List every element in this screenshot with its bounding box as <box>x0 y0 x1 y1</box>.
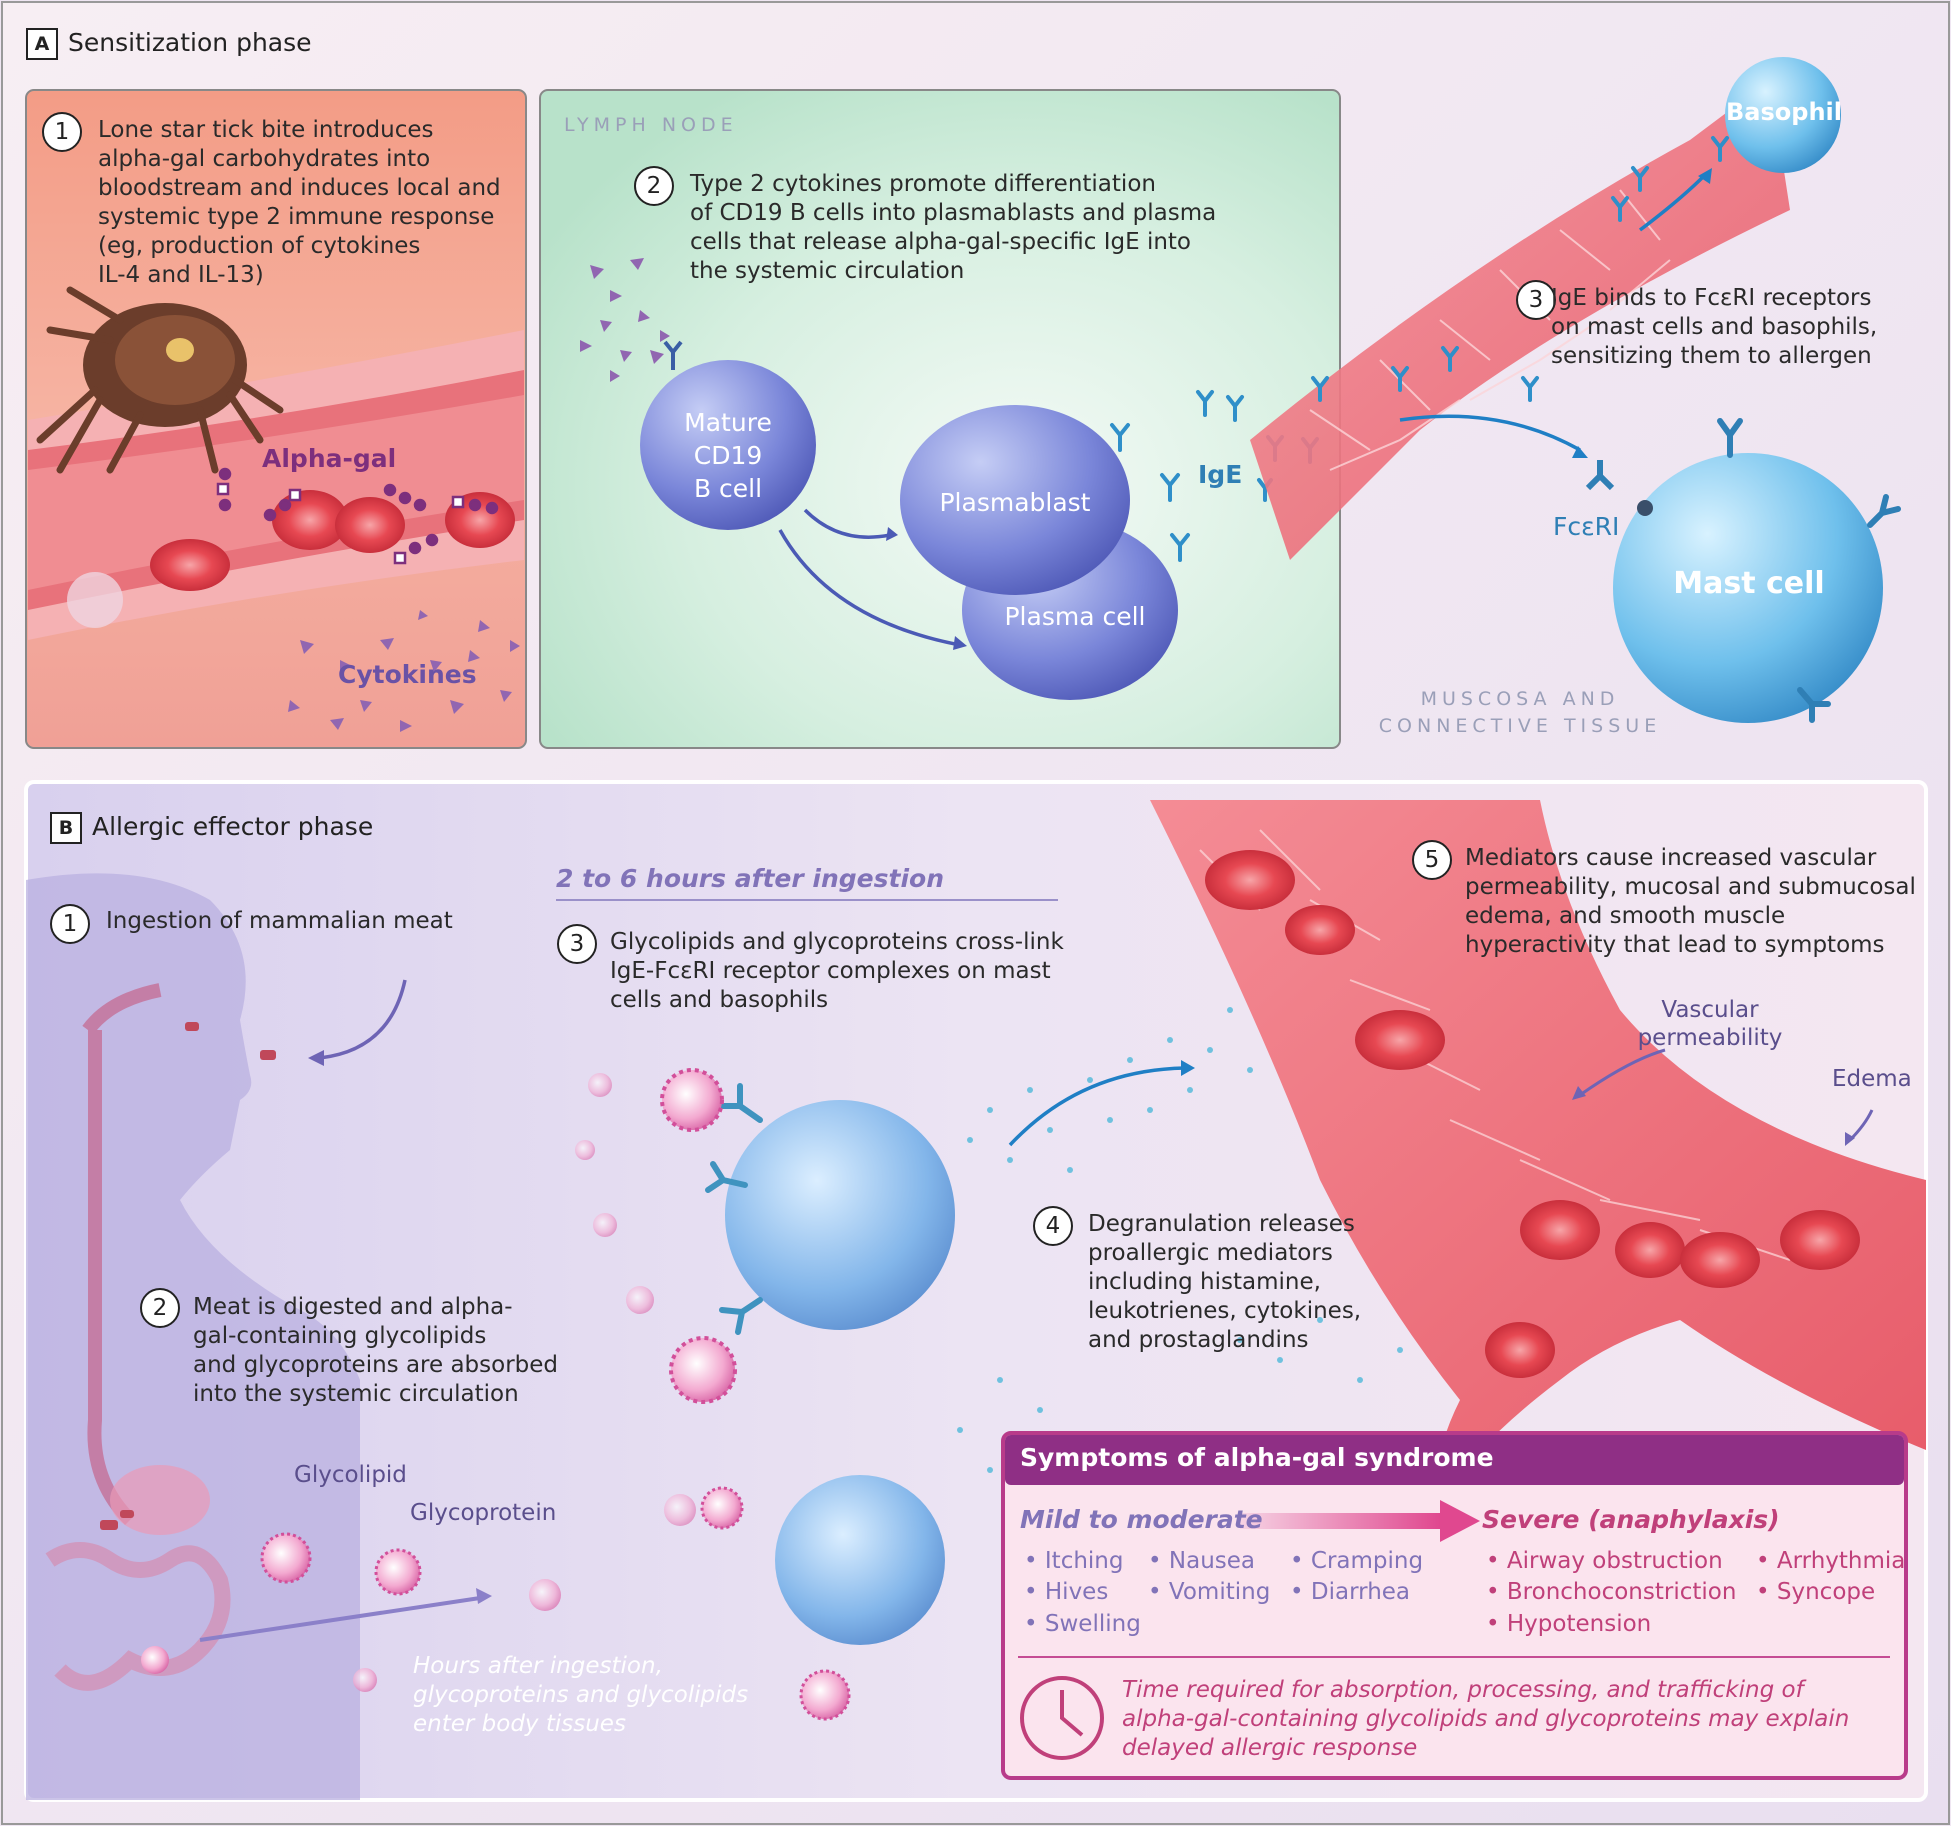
glycolipid-icons <box>141 1073 696 1692</box>
step-b1-text: Ingestion of mammalian meat <box>106 908 453 934</box>
mild-symptom: • Nausea <box>1148 1548 1255 1574</box>
edema-label: Edema <box>1832 1066 1912 1092</box>
step-b4-number: 4 <box>1033 1206 1073 1246</box>
basophil-icon <box>1725 57 1841 173</box>
ige-label: IgE <box>1198 460 1243 489</box>
delay-note: Time required for absorption, processing… <box>1122 1677 1850 1761</box>
mucosa-label: MUSCOSA AND CONNECTIVE TISSUE <box>1378 688 1662 737</box>
symptoms-box <box>1001 1431 1908 1780</box>
cytokine-icons <box>288 610 520 732</box>
severe-symptom: • Syncope <box>1756 1579 1876 1605</box>
step-b2-text: Meat is digested and alpha- gal-containi… <box>193 1294 559 1407</box>
step-b3-number: 3 <box>557 924 597 964</box>
mild-symptom: • Vomiting <box>1148 1579 1271 1605</box>
mast-cell-icon <box>1613 418 1901 723</box>
step-a1-number: 1 <box>42 112 82 152</box>
blood-vessel-a <box>1250 80 1790 560</box>
step-a3-text: IgE binds to FcεRI receptors on mast cel… <box>1551 285 1878 369</box>
severe-symptom: • Hypotension <box>1486 1611 1652 1637</box>
mast-cell-label: Mast cell <box>1673 566 1825 601</box>
step-b4-text: Degranulation releases proallergic media… <box>1088 1211 1362 1353</box>
tick-icon <box>36 286 284 474</box>
panel-a-letter: A <box>26 28 58 60</box>
alpha-gal-label: Alpha-gal <box>262 444 397 473</box>
mild-symptom: • Hives <box>1024 1579 1109 1605</box>
severe-label: Severe (anaphylaxis) <box>1482 1505 1780 1534</box>
fceri-label: FcεRI <box>1553 512 1620 541</box>
cytokines-label: Cytokines <box>338 660 477 689</box>
plasmablast-icon <box>900 405 1130 595</box>
panel-b-letter: B <box>50 812 82 844</box>
step-b1-number: 1 <box>50 904 90 944</box>
hours-after-label: Hours after ingestion, glycoproteins and… <box>413 1653 749 1737</box>
mild-label: Mild to moderate <box>1020 1505 1263 1534</box>
clock-icon <box>1020 1676 1104 1760</box>
severe-symptom: • Airway obstruction <box>1486 1548 1723 1574</box>
symptoms-title: Symptoms of alpha-gal syndrome <box>1020 1443 1494 1472</box>
mild-symptom: • Cramping <box>1290 1548 1424 1574</box>
timing-label: 2 to 6 hours after ingestion <box>556 864 944 893</box>
mature-b-cell-icon <box>640 340 816 530</box>
step-a3-number: 3 <box>1516 280 1556 320</box>
mild-symptom: • Diarrhea <box>1290 1579 1411 1605</box>
blood-vessel-b <box>1150 800 1926 1500</box>
step-b5-number: 5 <box>1412 840 1452 880</box>
glycoprotein-label: Glycoprotein <box>410 1500 557 1526</box>
panel-b-title: Allergic effector phase <box>92 812 374 841</box>
mast-cell-b-icon <box>660 1068 955 1404</box>
panel-b-header: B Allergic effector phase <box>50 812 373 844</box>
step-b3-text: Glycolipids and glycoproteins cross-link… <box>610 929 1064 1013</box>
step-a2-text: Type 2 cytokines promote differentiation… <box>690 171 1217 284</box>
basophil-b-icon <box>700 1475 945 1721</box>
basophil-label: Basophil <box>1726 98 1842 126</box>
step-a1-text: Lone star tick bite introduces alpha-gal… <box>98 117 501 288</box>
mild-symptom: • Swelling <box>1024 1611 1141 1637</box>
mature-b-cell-label: Mature CD19 B cell <box>684 408 772 503</box>
plasma-cell-label: Plasma cell <box>1004 602 1146 631</box>
panel-a-title: Sensitization phase <box>68 28 312 57</box>
step-b5-text: Mediators cause increased vascular perme… <box>1465 845 1916 958</box>
panel-a-header: A Sensitization phase <box>26 28 312 60</box>
severe-symptom: • Bronchoconstriction <box>1486 1579 1737 1605</box>
lymph-node-label: LYMPH NODE <box>564 114 738 136</box>
severe-symptom: • Arrhythmia <box>1756 1548 1906 1574</box>
mild-symptom: • Itching <box>1024 1548 1124 1574</box>
glycolipid-label: Glycolipid <box>294 1462 407 1488</box>
plasmablast-label: Plasmablast <box>939 488 1091 517</box>
step-b2-number: 2 <box>140 1288 180 1328</box>
step-a2-number: 2 <box>634 166 674 206</box>
vascular-label: Vascular permeability <box>1637 997 1783 1051</box>
fceri-receptor-icon <box>1585 460 1615 491</box>
alpha-gal-chain-icon <box>216 467 499 565</box>
